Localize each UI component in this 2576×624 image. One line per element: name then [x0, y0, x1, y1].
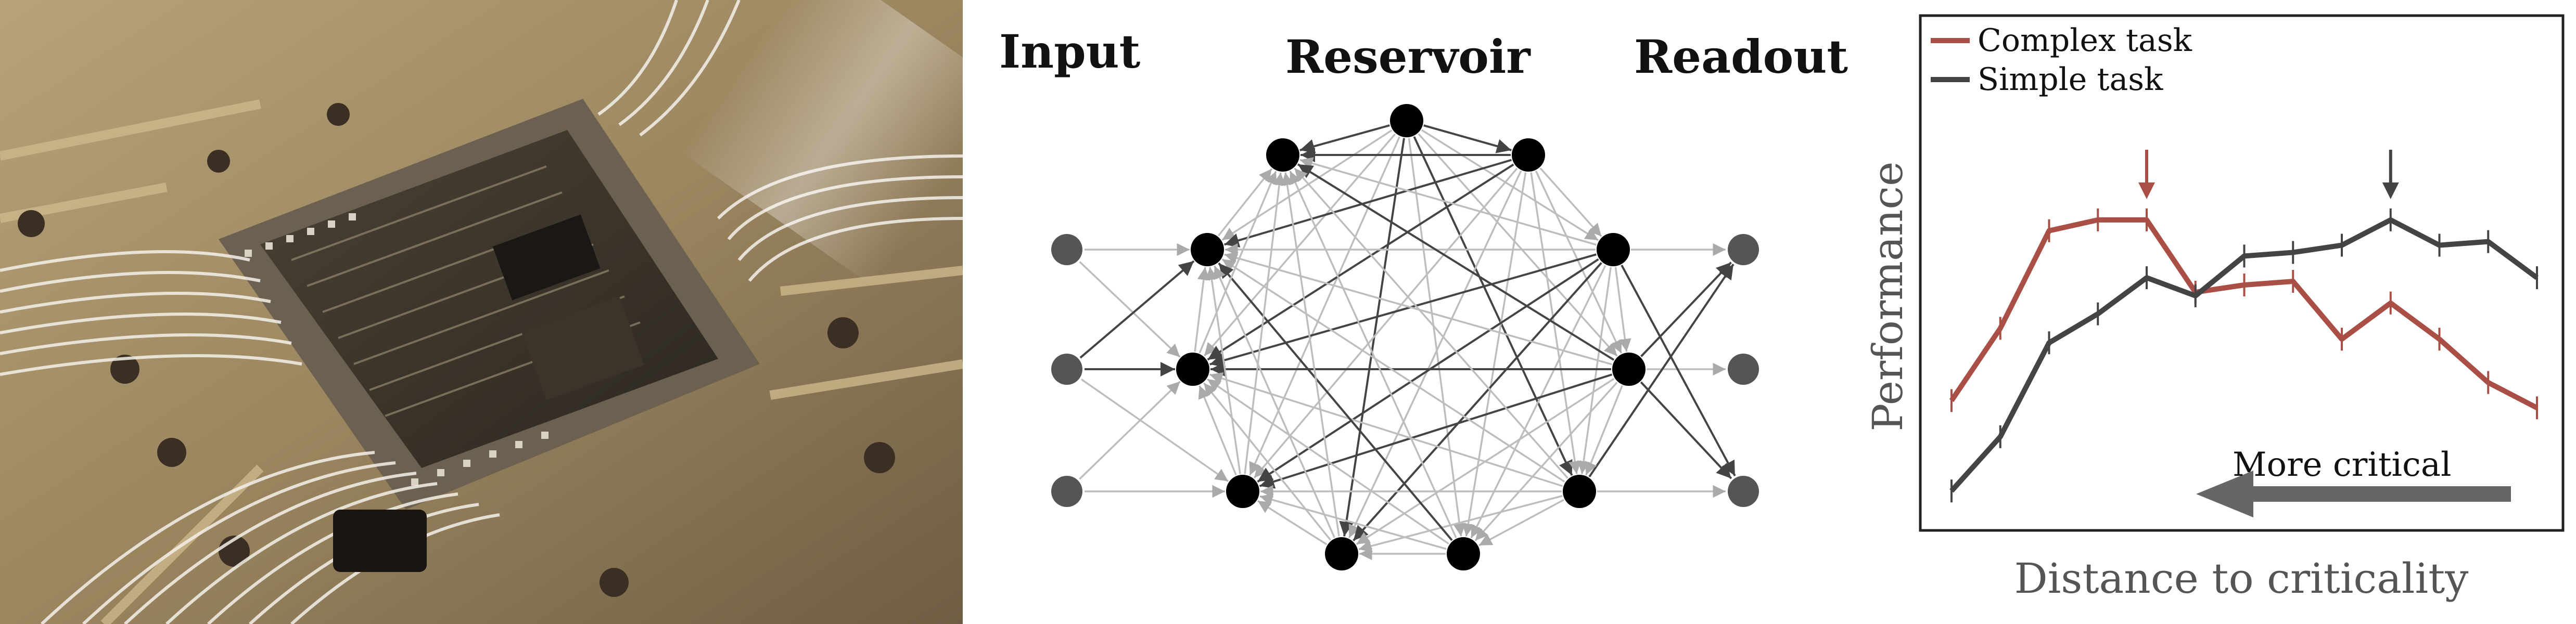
network-edge — [1348, 171, 1522, 538]
network-edge — [1535, 171, 1623, 354]
network-edge — [1353, 262, 1602, 541]
reservoir-node — [1612, 353, 1646, 386]
network-edge — [1462, 172, 1527, 537]
network-edge — [1358, 495, 1563, 552]
peak-arrowhead-complex — [2138, 182, 2155, 199]
network-edge — [1249, 136, 1400, 476]
network-nodes — [1051, 104, 1759, 570]
network-edge — [1413, 136, 1573, 476]
reservoir-node — [1191, 233, 1224, 266]
network-edge — [1205, 267, 1241, 474]
more-critical-arrow — [2196, 471, 2511, 517]
network-edge — [1209, 253, 1597, 368]
reservoir-node — [1447, 537, 1480, 570]
y-axis-label: Performance — [1864, 161, 1912, 431]
network-edge — [1299, 124, 1390, 153]
network-edge — [1289, 171, 1457, 538]
network-edge — [1194, 267, 1210, 352]
network-edge — [1294, 167, 1568, 479]
network-edge — [1418, 133, 1618, 357]
network-edge — [1640, 262, 1732, 357]
readout-node — [1728, 476, 1759, 507]
network-edge — [1218, 262, 1453, 541]
network-edge — [1585, 385, 1623, 476]
legend-label-simple: Simple task — [1978, 61, 2163, 98]
network-edges — [1079, 124, 1736, 561]
reservoir-label: Reservoir — [1285, 30, 1531, 84]
chart-frame — [1919, 14, 2565, 532]
network-edge — [1253, 167, 1518, 479]
readout-label: Readout — [1634, 30, 1848, 84]
x-axis-label: Distance to criticality — [2014, 554, 2469, 603]
network-edge — [1217, 168, 1273, 237]
reservoir-node — [1512, 138, 1545, 172]
network-edge — [1539, 167, 1602, 237]
network-edge — [1478, 499, 1564, 547]
reservoir-node — [1390, 104, 1423, 137]
readout-node — [1728, 234, 1759, 265]
network-edge — [1259, 373, 1613, 489]
network-edge — [1079, 260, 1195, 359]
network-edge — [1470, 265, 1606, 539]
network-edge — [1221, 258, 1565, 483]
network-edge — [1257, 258, 1599, 483]
legend-label-complex: Complex task — [1978, 22, 2192, 59]
network-edge — [1203, 382, 1332, 541]
chip-photo — [0, 0, 963, 624]
reservoir-node — [1226, 475, 1259, 508]
network-edge — [1214, 265, 1335, 538]
network-edge — [1203, 133, 1396, 357]
network-edge — [1281, 172, 1340, 537]
network-edge — [1198, 171, 1277, 354]
network-edge — [1621, 264, 1736, 477]
reservoir-node — [1176, 353, 1209, 386]
more-critical-label: More critical — [2233, 446, 2451, 484]
network-edge — [1297, 163, 1615, 361]
chart-series — [1949, 149, 2539, 503]
reservoir-network-diagram: Input Reservoir Readout — [963, 0, 1858, 624]
network-edge — [1221, 129, 1393, 241]
network-edge — [1474, 382, 1618, 541]
input-node — [1051, 354, 1082, 385]
network-edge — [1080, 378, 1229, 483]
network-edge — [1259, 493, 1447, 550]
network-edge — [1224, 159, 1512, 248]
reservoir-node — [1266, 138, 1299, 172]
network-edge — [1257, 500, 1328, 545]
reservoir-node — [1325, 537, 1358, 570]
reservoir-node — [1563, 475, 1596, 508]
network-edge — [1244, 172, 1286, 474]
network-edge — [1614, 267, 1631, 352]
input-node — [1051, 476, 1082, 507]
reservoir-node — [1597, 233, 1630, 266]
readout-node — [1728, 354, 1759, 385]
performance-chart: Complex task Simple task Performance Dis… — [1858, 0, 2576, 624]
network-edge — [1640, 381, 1732, 479]
network-edge — [1421, 129, 1599, 241]
network-edge — [1423, 124, 1512, 153]
input-label: Input — [999, 24, 1141, 79]
network-edge — [1079, 381, 1181, 480]
network-edge — [1408, 138, 1466, 537]
input-node — [1051, 234, 1082, 265]
network-edge — [1299, 157, 1597, 246]
peak-arrowhead-simple — [2382, 182, 2399, 199]
network-edge — [1209, 372, 1563, 487]
network-edge — [1207, 163, 1514, 361]
network-edge — [1198, 385, 1237, 476]
network-edge — [1588, 264, 1735, 477]
network-edge — [1577, 267, 1612, 474]
network-edge — [1079, 261, 1181, 358]
